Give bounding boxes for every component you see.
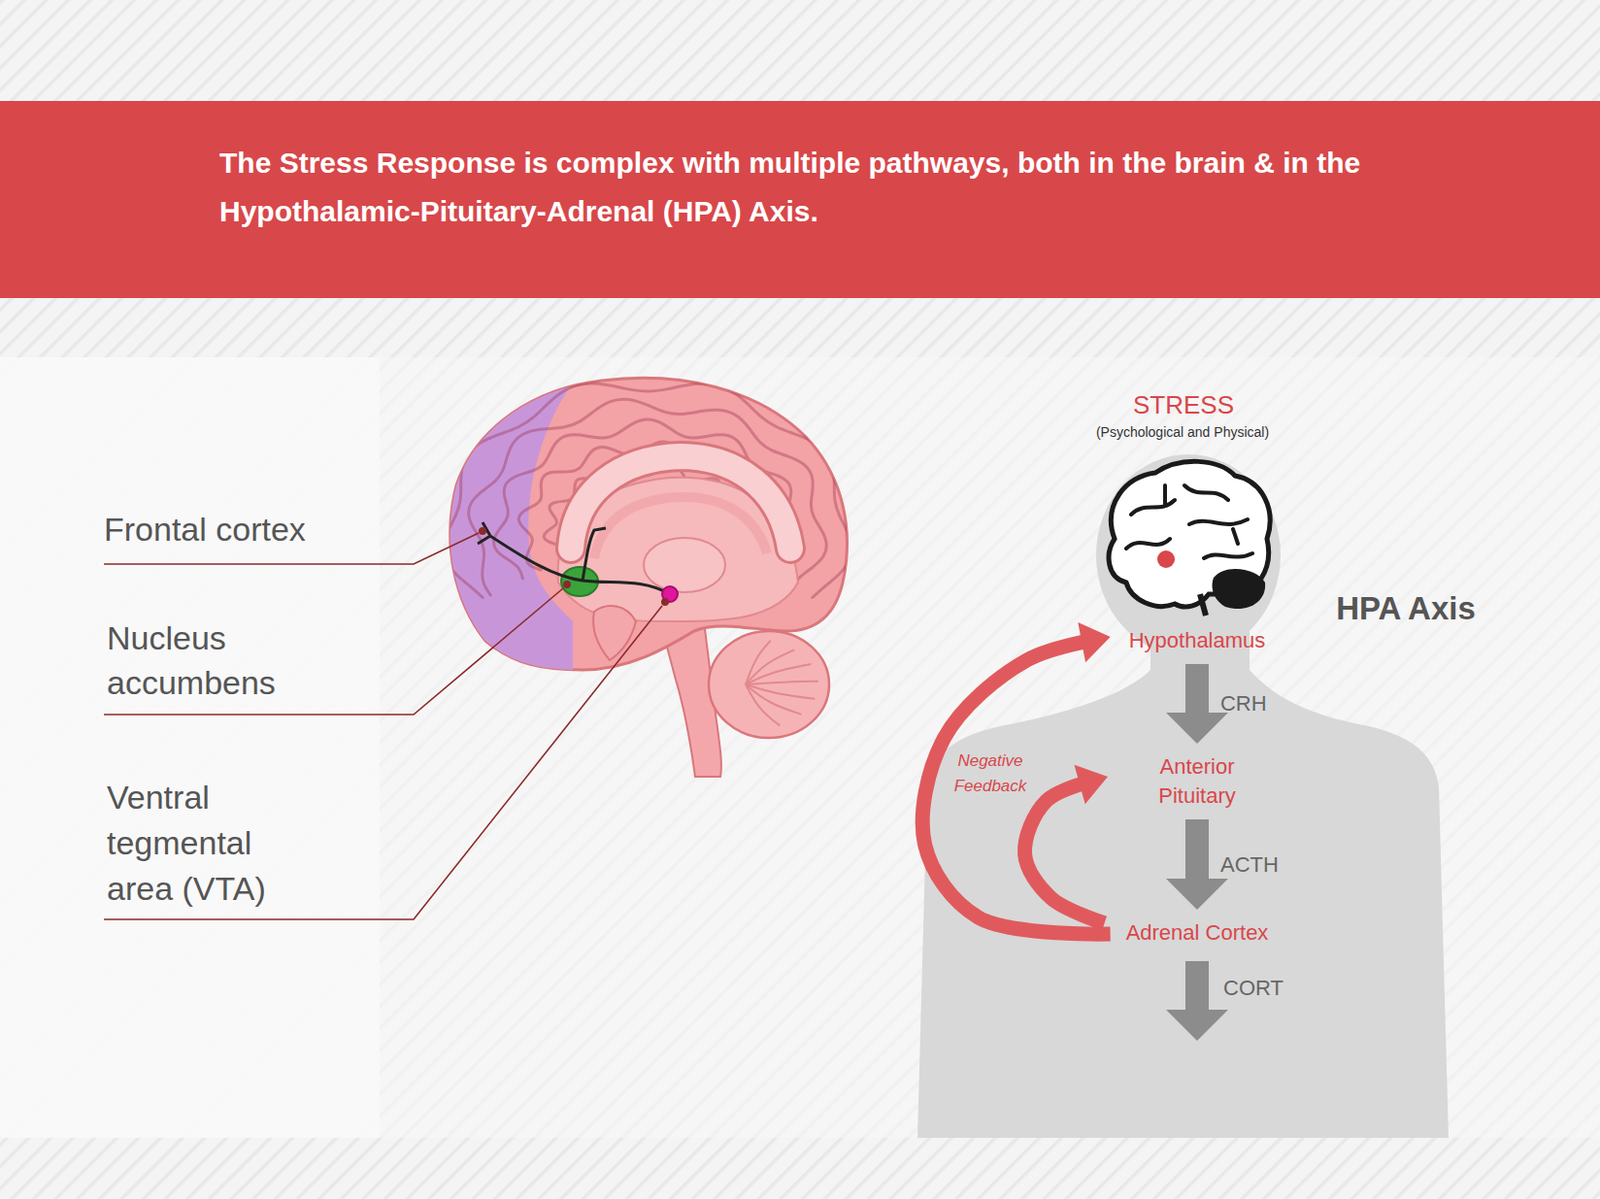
feedback-note: Negative Feedback bbox=[946, 748, 1034, 800]
brain-icon bbox=[1108, 461, 1270, 616]
stress-subtitle: (Psychological and Physical) bbox=[1096, 423, 1269, 441]
panel bbox=[0, 357, 1600, 1138]
title-band bbox=[0, 100, 1600, 299]
stage-name: Adrenal Cortex bbox=[1126, 918, 1269, 948]
output-arrow bbox=[1166, 961, 1229, 1041]
flow-arrow bbox=[1166, 664, 1229, 744]
region-label: Nucleus accumbens bbox=[106, 615, 301, 705]
stage-node: Adrenal Cortex bbox=[1122, 915, 1273, 951]
stage-name: Anterior Pituitary bbox=[1133, 752, 1261, 811]
hormone-label: CORT bbox=[1223, 974, 1284, 1002]
hormone-label: CRH bbox=[1220, 690, 1267, 718]
axis-title: HPA Axis bbox=[1335, 589, 1476, 629]
leader-dot bbox=[478, 527, 669, 606]
stage-name: Hypothalamus bbox=[1129, 626, 1267, 656]
feedback-arrow bbox=[1025, 765, 1108, 924]
page-title: The Stress Response is complex with mult… bbox=[219, 138, 1521, 236]
leader-line bbox=[103, 533, 663, 920]
feedback-arrow bbox=[922, 622, 1110, 934]
body-silhouette bbox=[917, 454, 1449, 1138]
region-label: Ventral tegmental area (VTA) bbox=[106, 774, 301, 912]
stage-node: Hypothalamus bbox=[1125, 623, 1270, 659]
hormone-label: ACTH bbox=[1220, 851, 1279, 879]
brain-illustration bbox=[427, 368, 852, 777]
stress-heading: STRESS bbox=[1133, 389, 1234, 421]
flow-arrow bbox=[1166, 819, 1229, 910]
panel bbox=[0, 357, 380, 1138]
stage-node: Anterior Pituitary bbox=[1130, 749, 1265, 814]
region-label: Frontal cortex bbox=[103, 509, 415, 550]
